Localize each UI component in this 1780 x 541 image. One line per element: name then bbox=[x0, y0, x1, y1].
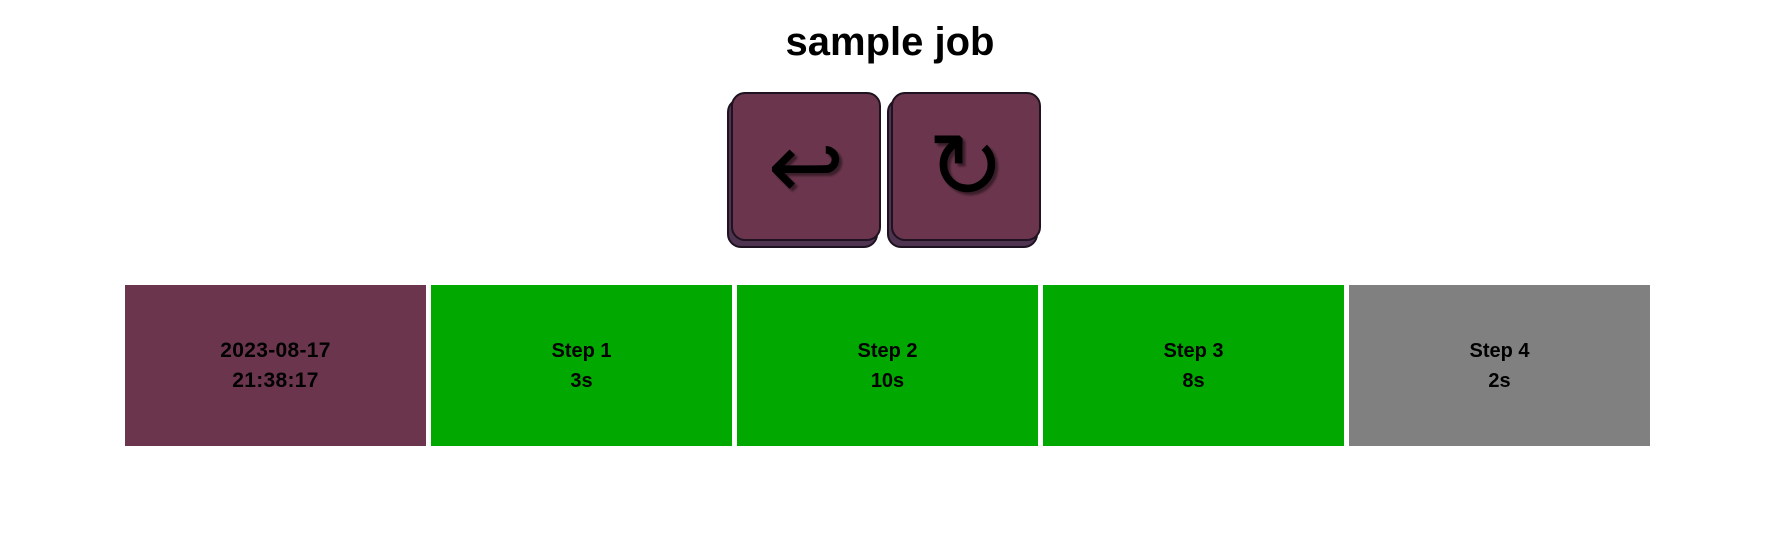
step-name: Step 2 bbox=[857, 339, 918, 362]
step-duration: 8s bbox=[1182, 369, 1205, 392]
step-name: Step 4 bbox=[1469, 339, 1530, 362]
step-duration: 3s bbox=[570, 369, 593, 392]
step-duration: 10s bbox=[870, 369, 905, 392]
step-cell[interactable]: Step 3 8s bbox=[1043, 285, 1344, 446]
step-timeline: 2023-08-17 21:38:17 Step 1 3s Step 2 10s… bbox=[125, 285, 1650, 446]
run-timestamp-cell: 2023-08-17 21:38:17 bbox=[125, 285, 426, 446]
page-title: sample job bbox=[785, 20, 995, 64]
step-name: Step 1 bbox=[551, 339, 612, 362]
step-cell[interactable]: Step 2 10s bbox=[737, 285, 1038, 446]
rerun-button-face[interactable]: ↻ bbox=[891, 92, 1041, 241]
step-duration: 2s bbox=[1488, 369, 1511, 392]
step-name: Step 3 bbox=[1163, 339, 1224, 362]
back-button[interactable]: ↩ bbox=[727, 92, 881, 248]
rerun-button[interactable]: ↻ bbox=[887, 92, 1041, 248]
job-controls: ↩ ↻ bbox=[727, 92, 1041, 248]
return-arrow-icon: ↩ bbox=[767, 112, 845, 220]
clockwise-reload-icon: ↻ bbox=[927, 112, 1005, 220]
run-date: 2023-08-17 bbox=[220, 338, 331, 362]
step-cell[interactable]: Step 4 2s bbox=[1349, 285, 1650, 446]
step-cell[interactable]: Step 1 3s bbox=[431, 285, 732, 446]
run-time: 21:38:17 bbox=[232, 368, 319, 392]
back-button-face[interactable]: ↩ bbox=[731, 92, 881, 241]
